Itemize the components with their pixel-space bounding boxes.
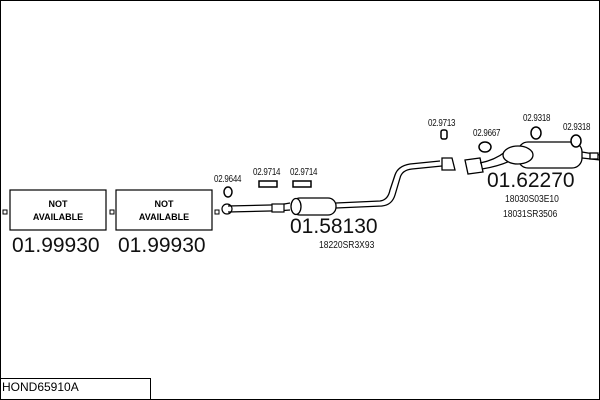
accessory-number: 02.9713 [428,118,456,129]
accessory-number: 02.9714 [290,167,318,178]
connector-square [2,209,8,215]
rear-muffler [441,141,600,175]
part-box-1 [9,189,107,231]
accessories [223,126,582,198]
part-number: 01.58130 [290,215,378,238]
gasket-icon [223,186,233,198]
hanger-icon [530,126,542,140]
accessory-number: 02.9644 [214,174,242,185]
oem-ref: 18031SR3506 [503,209,558,220]
front-pipe [221,202,291,215]
connector-square [109,209,115,215]
part-number: 01.99930 [118,234,206,257]
rubber-mount-icon [258,180,278,188]
diagram-title: HOND65910A [2,380,79,394]
connector-square [214,209,220,215]
rubber-mount-icon [292,180,312,188]
centre-muffler [290,160,443,216]
oem-ref: 18220SR3X93 [319,240,375,251]
accessory-number: 02.9318 [563,122,591,133]
accessory-number: 02.9318 [523,113,551,124]
part-number: 01.62270 [487,169,575,192]
hanger-icon [570,134,582,148]
accessory-number: 02.9667 [473,128,501,139]
oem-ref: 18030S03E10 [505,194,559,205]
part-box-2 [115,189,213,231]
accessory-number: 02.9714 [253,167,281,178]
part-number: 01.99930 [12,234,100,257]
hanger-icon [440,129,448,140]
gasket-icon [478,141,492,153]
